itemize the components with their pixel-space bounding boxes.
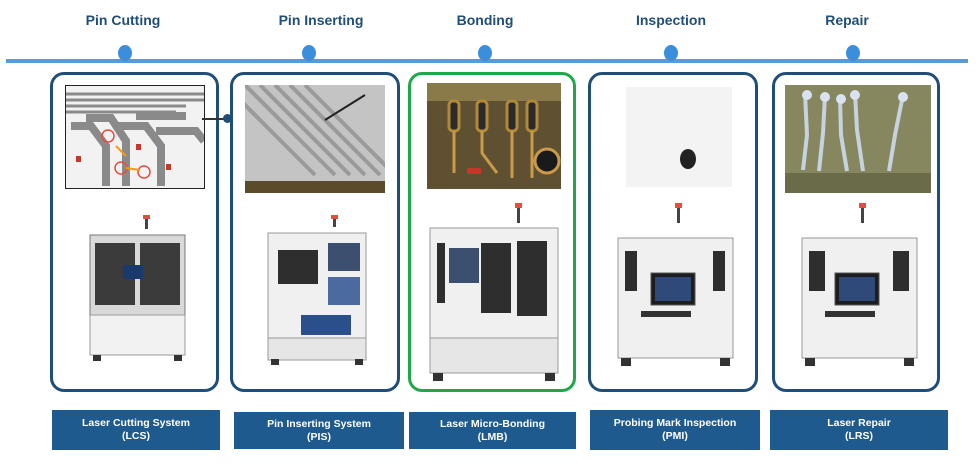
stage-title-inspection: Inspection (635, 12, 706, 28)
machine-illustration (617, 203, 734, 366)
stage-card-bonding (408, 72, 576, 392)
pin-inserting-machine (263, 215, 371, 365)
machine-illustration (429, 203, 559, 381)
machine-illustration (267, 215, 367, 365)
stage-card-repair (772, 72, 940, 392)
system-abbreviation: (LMB) (477, 430, 508, 443)
stage-title-pin-cutting: Pin Cutting (85, 12, 161, 28)
system-abbreviation: (PMI) (662, 430, 688, 442)
probing-mark-inspection-machine (613, 203, 738, 373)
bonding-sample-image (427, 83, 561, 189)
pin-cutting-diagram (66, 86, 204, 188)
timeline-dot-inspection (664, 45, 678, 61)
stage-card-pin-inserting (230, 72, 400, 392)
inspection-sample-image (626, 87, 732, 187)
laser-micro-bonding-machine (425, 203, 563, 383)
leader-dot (223, 114, 232, 123)
stage-card-inspection (588, 72, 758, 392)
laser-cutting-machine (85, 215, 190, 363)
repair-photo (785, 85, 931, 193)
system-name: Laser Micro-Bonding (439, 417, 545, 430)
timeline-dot-pin-inserting (302, 45, 316, 61)
timeline-dot-pin-cutting (118, 45, 132, 61)
stage-title-repair: Repair (825, 12, 869, 28)
machine-illustration (89, 215, 186, 361)
timeline-dot-repair (846, 45, 860, 61)
system-label-pis: Pin Inserting System (PIS) (234, 412, 404, 449)
stage-card-pin-cutting (50, 72, 219, 392)
leader-line (202, 118, 228, 120)
system-abbreviation: (LCS) (122, 430, 150, 442)
system-name: Probing Mark Inspection (613, 417, 737, 429)
system-label-pmi: Probing Mark Inspection (PMI) (590, 410, 760, 450)
pin-array-photo (245, 85, 385, 193)
system-abbreviation: (LRS) (845, 430, 873, 442)
system-label-lmb: Laser Micro-Bonding (LMB) (409, 412, 576, 449)
stage-title-pin-inserting: Pin Inserting (278, 12, 364, 28)
bonding-photo (427, 83, 561, 189)
machine-illustration (801, 203, 918, 366)
pin-inserting-sample-image (245, 85, 385, 193)
stage-title-bonding: Bonding (456, 12, 514, 28)
repair-sample-image (785, 85, 931, 193)
system-label-lcs: Laser Cutting System (LCS) (52, 410, 220, 450)
timeline-dot-bonding (478, 45, 492, 61)
system-name: Laser Repair (827, 417, 891, 429)
system-label-lrs: Laser Repair (LRS) (770, 410, 948, 450)
process-timeline (6, 59, 968, 63)
system-name: Pin Inserting System (267, 417, 371, 430)
probing-mark-photo (626, 87, 732, 187)
system-abbreviation: (PIS) (307, 430, 331, 443)
laser-repair-machine (797, 203, 922, 373)
pin-cutting-sample-image (65, 85, 205, 189)
system-name: Laser Cutting System (82, 417, 190, 429)
